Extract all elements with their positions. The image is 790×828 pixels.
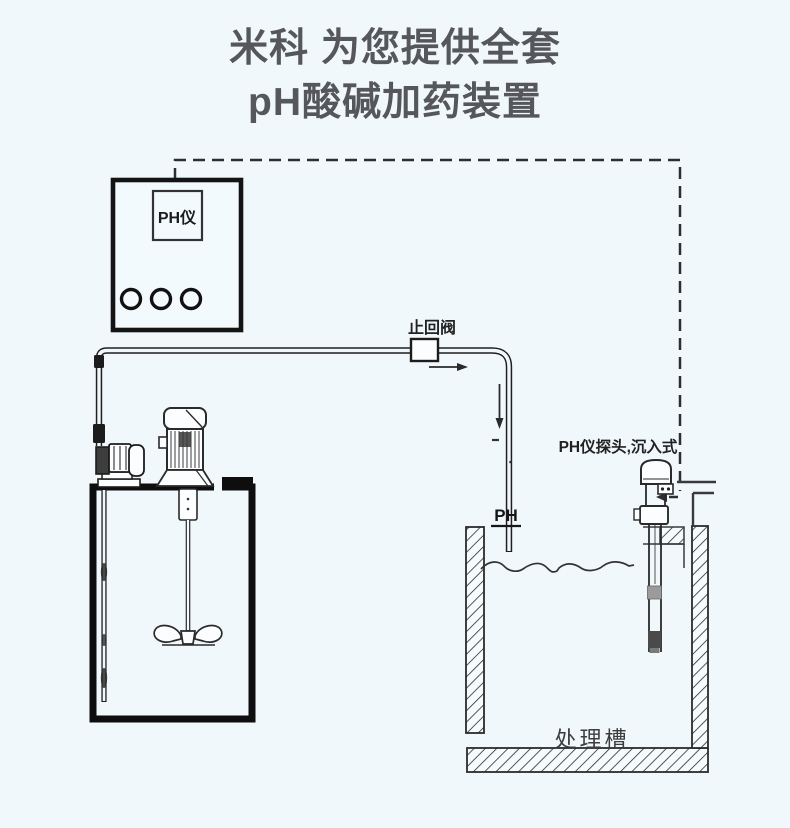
controller-label: PH仪 <box>158 209 197 227</box>
probe-wall-bracket <box>643 480 716 568</box>
pump-motor-cap <box>128 444 145 477</box>
page-title: 米科 为您提供全套 pH酸碱加药装置 <box>0 22 790 130</box>
controller-knob <box>149 287 173 311</box>
control-signal-line <box>173 158 682 499</box>
pump-base <box>97 478 141 488</box>
propeller-hub <box>180 630 196 645</box>
flow-arrow-right <box>429 363 468 371</box>
mixer-motor-cap <box>163 407 207 430</box>
controller-knob <box>179 287 203 311</box>
tank-wall-left <box>465 526 485 734</box>
tank-wall-right <box>691 525 709 749</box>
dosing-pipe-label: PH <box>491 506 521 528</box>
metering-pump <box>95 443 145 488</box>
probe-label: PH仪探头,沉入式 <box>559 437 678 456</box>
pump-head <box>95 446 110 475</box>
title-line-2: pH酸碱加药装置 <box>248 81 542 124</box>
chemical-tank <box>89 477 256 723</box>
check-valve-label: 止回阀 <box>408 318 456 337</box>
title-line-1: 米科 为您提供全套 <box>229 27 561 70</box>
hose-fitting <box>93 424 105 443</box>
mixer-propeller <box>153 624 223 646</box>
tank-floor <box>466 747 709 773</box>
water-surface-wave <box>480 561 635 573</box>
treatment-tank-label: 处理槽 <box>554 727 629 752</box>
probe-junction-box <box>657 483 674 495</box>
probe-band <box>647 585 662 600</box>
probe-clamp <box>639 505 669 525</box>
probe-cap <box>640 458 672 485</box>
flow-arrow-down <box>495 384 504 429</box>
shaft-guide <box>178 488 198 521</box>
suction-pipe <box>100 490 108 702</box>
probe-sensor-tip <box>648 631 661 648</box>
controller-knobs <box>119 287 203 311</box>
svg-text:PH: PH <box>494 506 518 525</box>
check-valve: 止回阀 <box>408 318 456 363</box>
ph-probe <box>633 458 674 653</box>
hose-fitting <box>94 355 104 368</box>
mixer-mount-base <box>155 469 215 487</box>
dosing-pipework <box>93 347 513 552</box>
controller-knob <box>119 287 143 311</box>
treatment-tank <box>465 525 709 773</box>
ph-controller: PH仪 <box>110 177 244 333</box>
mixer-agitator <box>155 407 215 521</box>
